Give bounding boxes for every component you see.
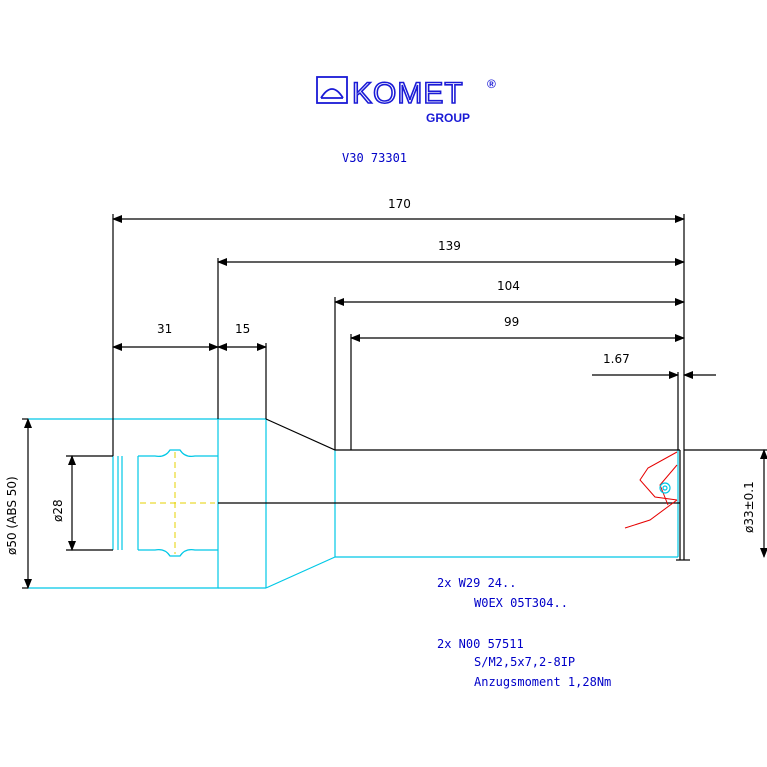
- part-number: V30 73301: [342, 151, 407, 165]
- dim-104: 104: [497, 279, 520, 293]
- logo-name: KOMET: [352, 77, 464, 110]
- dim-dia33: ø33±0.1: [742, 481, 756, 533]
- dim-dia50: ø50 (ABS 50): [5, 476, 19, 555]
- dimension-lines: [24, 215, 767, 589]
- dimension-labels: 170 139 104 99 31 15 1.67 ø50 (ABS 50) ø…: [5, 197, 756, 555]
- komet-logo-icon: [316, 76, 348, 104]
- logo-registered: ®: [487, 77, 496, 91]
- note-5: Anzugsmoment 1,28Nm: [474, 675, 611, 689]
- note-3: 2x N00 57511: [437, 637, 524, 651]
- center-lines: [140, 452, 215, 554]
- dim-99: 99: [504, 315, 519, 329]
- note-4: S/M2,5x7,2-8IP: [474, 655, 575, 669]
- note-2: W0EX 05T304..: [474, 596, 568, 610]
- dim-dia28: ø28: [51, 499, 65, 522]
- tool-body-outline: [218, 372, 690, 561]
- note-1: 2x W29 24..: [437, 576, 516, 590]
- dim-15: 15: [235, 322, 250, 336]
- logo-group: GROUP: [426, 111, 470, 125]
- komet-logo: KOMET ® GROUP: [316, 76, 496, 125]
- dim-31: 31: [157, 322, 172, 336]
- dim-1-67: 1.67: [603, 352, 630, 366]
- cutting-insert: [624, 451, 678, 529]
- dim-170: 170: [388, 197, 411, 211]
- dim-139: 139: [438, 239, 461, 253]
- notes: 2x W29 24.. W0EX 05T304.. 2x N00 57511 S…: [437, 576, 611, 689]
- extension-lines: [22, 214, 767, 589]
